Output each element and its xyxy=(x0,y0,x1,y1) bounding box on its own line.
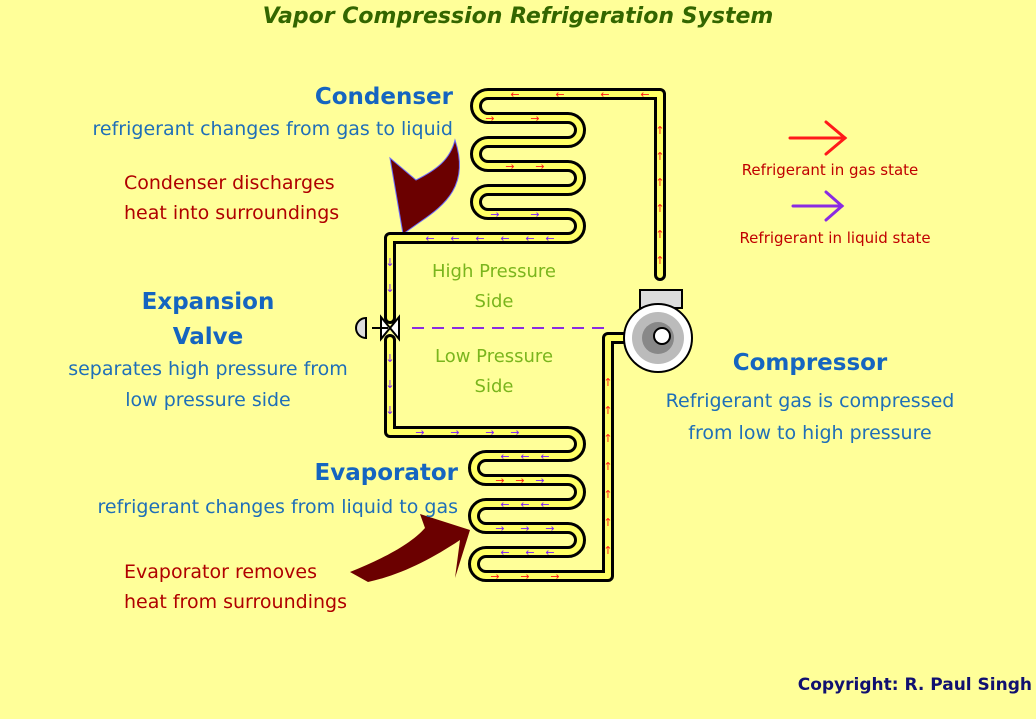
svg-text:↓: ↓ xyxy=(385,378,394,391)
high-pressure-label: High Pressure Side xyxy=(432,261,556,312)
legend-gas-label: Refrigerant in gas state xyxy=(741,161,919,179)
expansion-valve-icon xyxy=(355,314,400,342)
svg-text:↓: ↓ xyxy=(385,256,394,269)
svg-text:↓: ↓ xyxy=(385,282,394,295)
evaporator-description: refrigerant changes from liquid to gas xyxy=(97,496,458,518)
svg-text:←: ← xyxy=(520,450,529,463)
legend-liquid-label: Refrigerant in liquid state xyxy=(739,229,931,247)
svg-text:←: ← xyxy=(500,546,509,559)
svg-text:→: → xyxy=(530,208,539,221)
compressor-label: Compressor xyxy=(732,350,888,376)
low-pressure-label: Low Pressure Side xyxy=(434,346,554,397)
legend-liquid-arrow xyxy=(791,190,845,222)
svg-text:↑: ↑ xyxy=(655,176,664,189)
legend-gas-arrow xyxy=(788,120,848,156)
svg-text:→: → xyxy=(485,426,494,439)
svg-text:↑: ↑ xyxy=(603,404,612,417)
svg-text:→: → xyxy=(490,570,499,583)
svg-text:←: ← xyxy=(500,232,509,245)
svg-text:→: → xyxy=(495,522,504,535)
svg-text:↑: ↑ xyxy=(603,488,612,501)
svg-text:→: → xyxy=(485,112,494,125)
svg-text:→: → xyxy=(495,474,504,487)
svg-text:←: ← xyxy=(540,450,549,463)
svg-text:→: → xyxy=(520,570,529,583)
svg-text:←: ← xyxy=(545,546,554,559)
svg-text:←: ← xyxy=(450,232,459,245)
svg-text:←: ← xyxy=(640,88,649,101)
svg-text:←: ← xyxy=(500,450,509,463)
svg-text:→: → xyxy=(530,112,539,125)
compressor-description: Refrigerant gas is compressed from low t… xyxy=(665,390,955,444)
svg-text:←: ← xyxy=(500,498,509,511)
compressor-icon xyxy=(623,289,693,373)
gas-flow-arrows: ← ← ← ← → → → → ↑ ↑ ↑ ↑ ↑ ↑ ↑ ↑ ↑ ↑ ↑ ↑ ↑ → → → → → xyxy=(485,88,664,583)
svg-text:↑: ↑ xyxy=(603,432,612,445)
svg-text:↓: ↓ xyxy=(385,352,394,365)
svg-text:↑: ↑ xyxy=(655,228,664,241)
svg-text:→: → xyxy=(510,426,519,439)
expansion-valve-description: separates high pressure from low pressur… xyxy=(68,358,348,411)
svg-text:←: ← xyxy=(510,88,519,101)
svg-text:→: → xyxy=(515,474,524,487)
svg-text:↑: ↑ xyxy=(603,376,612,389)
svg-text:←: ← xyxy=(545,232,554,245)
svg-text:→: → xyxy=(415,426,424,439)
svg-text:←: ← xyxy=(600,88,609,101)
evaporator-heat-arrow xyxy=(350,514,470,582)
svg-text:←: ← xyxy=(425,232,434,245)
svg-text:↑: ↑ xyxy=(655,202,664,215)
svg-text:↑: ↑ xyxy=(603,516,612,529)
svg-text:↑: ↑ xyxy=(603,460,612,473)
svg-text:↑: ↑ xyxy=(655,254,664,267)
svg-text:←: ← xyxy=(555,88,564,101)
svg-text:→: → xyxy=(545,522,554,535)
evaporator-label: Evaporator xyxy=(314,460,459,486)
svg-text:→: → xyxy=(550,570,559,583)
svg-text:→: → xyxy=(505,160,514,173)
svg-text:←: ← xyxy=(525,232,534,245)
svg-text:←: ← xyxy=(525,546,534,559)
svg-text:←: ← xyxy=(475,232,484,245)
svg-text:→: → xyxy=(535,474,544,487)
expansion-valve-label: Expansion Valve xyxy=(141,289,275,350)
svg-text:↓: ↓ xyxy=(385,404,394,417)
svg-text:↑: ↑ xyxy=(603,544,612,557)
condenser-description: refrigerant changes from gas to liquid xyxy=(92,118,453,140)
svg-text:→: → xyxy=(520,522,529,535)
svg-text:→: → xyxy=(450,426,459,439)
condenser-heat-note: Condenser discharges heat into surroundi… xyxy=(124,172,340,224)
diagram-title: Vapor Compression Refrigeration System xyxy=(262,4,774,29)
svg-text:→: → xyxy=(490,208,499,221)
svg-text:←: ← xyxy=(540,498,549,511)
svg-text:←: ← xyxy=(520,498,529,511)
evaporator-heat-note: Evaporator removes heat from surrounding… xyxy=(124,561,347,613)
condenser-heat-arrow xyxy=(389,138,460,235)
svg-text:↑: ↑ xyxy=(655,124,664,137)
svg-text:↑: ↑ xyxy=(655,150,664,163)
svg-text:→: → xyxy=(535,160,544,173)
copyright-text: Copyright: R. Paul Singh xyxy=(797,675,1032,695)
condenser-label: Condenser xyxy=(314,84,453,110)
liquid-flow-arrows: → → ← ← ← ← ← ← ↓ ↓ ↓ ↓ ↓ → → → → ← ← ← → ← ← ← → → → ← ← ← xyxy=(385,208,554,559)
